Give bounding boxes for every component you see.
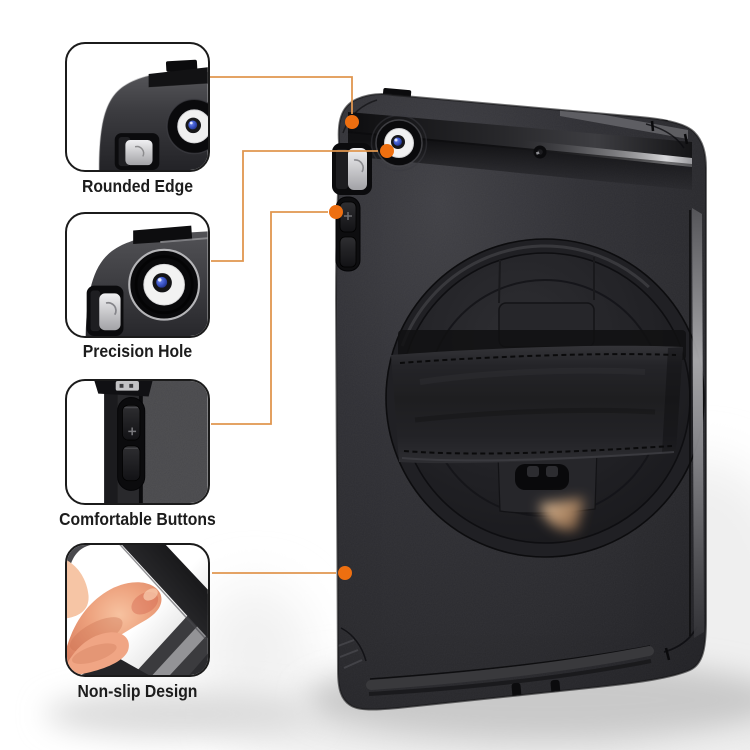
callout-thumbnail-non-slip-design bbox=[67, 545, 208, 675]
kickstand-handle bbox=[497, 448, 598, 514]
side-highlight bbox=[689, 208, 704, 638]
marker-dot-precision-hole bbox=[380, 144, 394, 158]
callout-label-rounded-edge: Rounded Edge bbox=[81, 176, 194, 196]
callout-rounded-edge bbox=[65, 42, 210, 172]
callout-non-slip-design bbox=[65, 543, 210, 677]
top-edge-strip bbox=[560, 107, 688, 139]
marker-dot-rounded-edge bbox=[345, 115, 359, 129]
microphone-hole bbox=[533, 145, 547, 159]
callout-label-comfortable-buttons: Comfortable Buttons bbox=[59, 509, 216, 529]
strap-stitching bbox=[399, 353, 677, 462]
hand-strap bbox=[391, 345, 683, 464]
top-gloss-band bbox=[348, 112, 692, 190]
callout-precision-hole bbox=[65, 212, 210, 338]
kickstand-hinge-glint bbox=[539, 498, 584, 531]
leader-line-comfortable-buttons bbox=[211, 211, 328, 425]
callout-thumbnail-rounded-edge bbox=[98, 59, 208, 170]
mute-switch bbox=[332, 143, 372, 195]
case-body bbox=[334, 93, 707, 711]
leader-line-precision-hole bbox=[211, 150, 378, 262]
marker-dot-comfortable-buttons bbox=[329, 205, 343, 219]
callout-comfortable-buttons bbox=[65, 379, 210, 505]
callout-label-precision-hole: Precision Hole bbox=[82, 341, 193, 361]
callout-label-non-slip-design: Non-slip Design bbox=[77, 681, 198, 701]
callout-thumbnail-precision-hole bbox=[85, 225, 208, 336]
leader-line-rounded-edge bbox=[210, 76, 353, 114]
bottom-edge-band bbox=[366, 645, 654, 700]
marker-dot-non-slip-design bbox=[338, 566, 352, 580]
callout-thumbnail-comfortable-buttons bbox=[94, 381, 208, 503]
